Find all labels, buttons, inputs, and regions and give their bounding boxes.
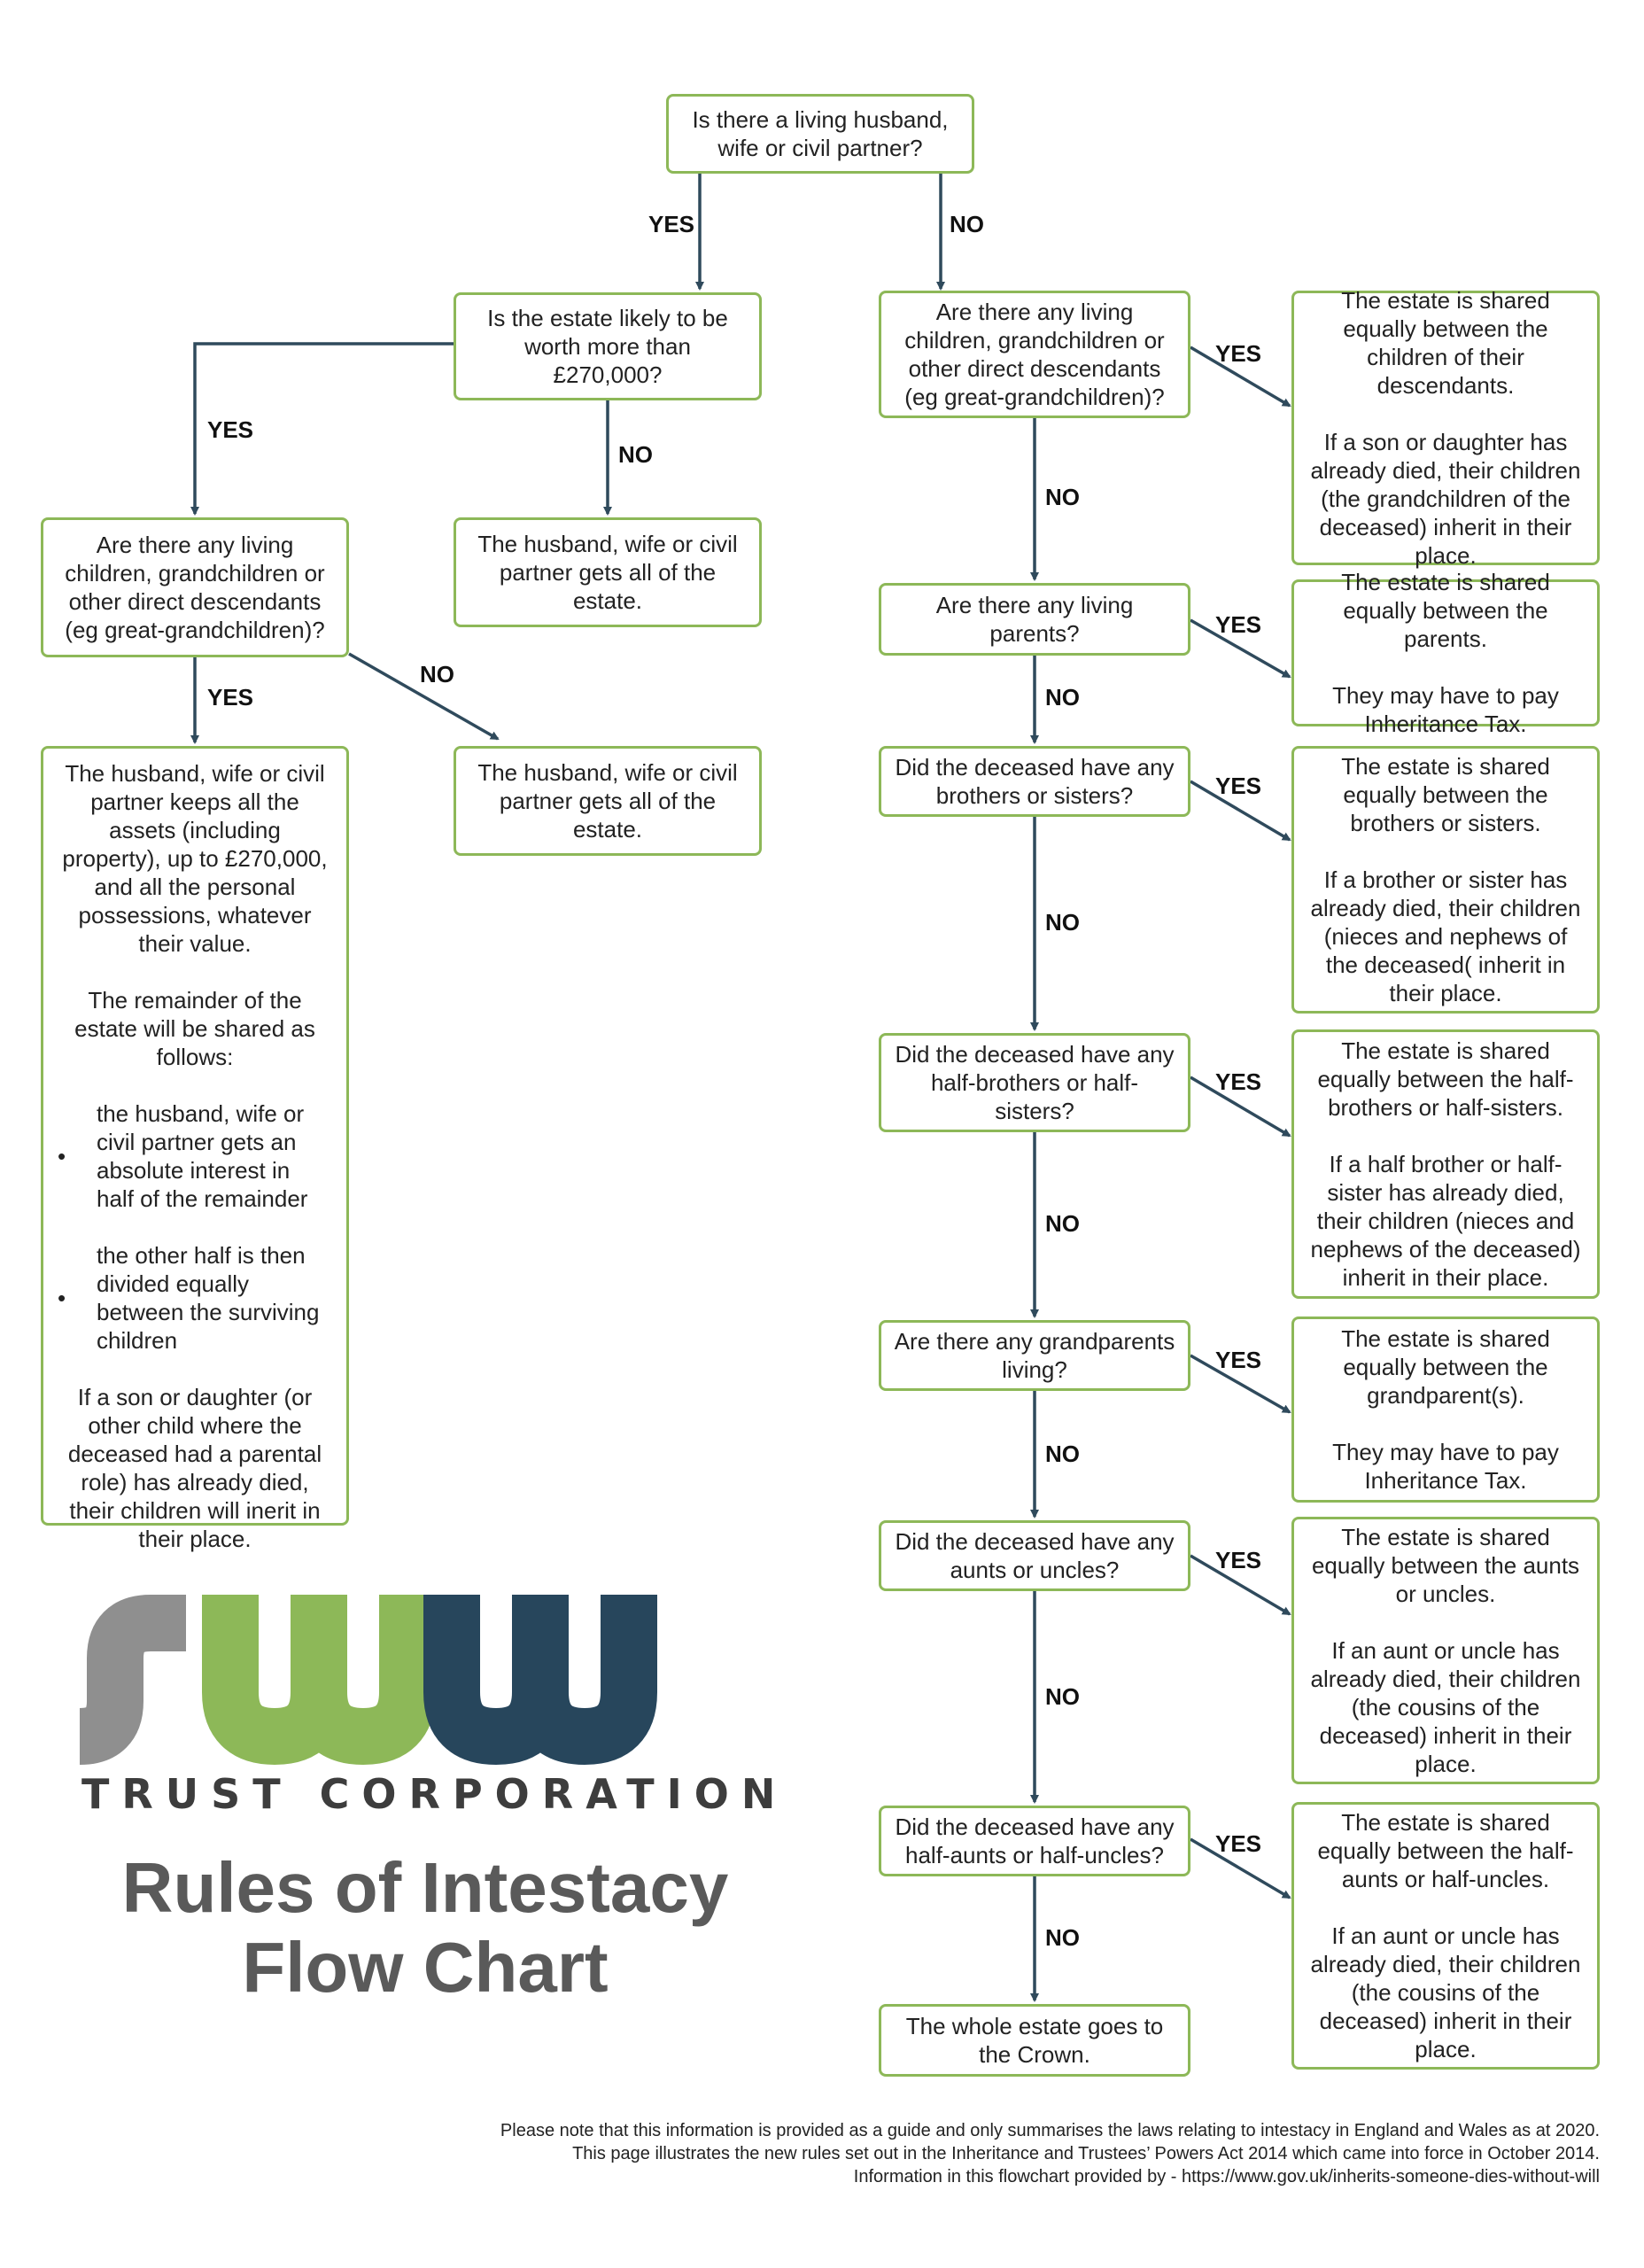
edge-label-parents-yes: YES (1215, 611, 1262, 638)
outcome-children-p2: If a son or daughter has already died, t… (1310, 429, 1581, 569)
footer-line-2: This page illustrates the new rules set … (572, 2144, 1600, 2163)
question-aunts-uncles: Did the deceased have any aunts or uncle… (879, 1520, 1190, 1591)
question-estate-value: Is the estate likely to be worth more th… (454, 292, 762, 400)
edge-label-siblings-yes: YES (1215, 773, 1262, 799)
question-grandparents: Are there any grandparents living? (879, 1320, 1190, 1391)
question-descendants-right: Are there any living children, grandchil… (879, 291, 1190, 418)
outcome-spouse-gets-all-1: The husband, wife or civil partner gets … (454, 517, 762, 627)
edge-label-estate-no: NO (618, 441, 653, 468)
outcome-siblings-p2: If a brother or sister has already died,… (1310, 866, 1581, 1006)
arrow-desc-left-no (348, 652, 500, 741)
bullet-dot: • (58, 1143, 66, 1169)
edge-label-half-siblings-no: NO (1045, 1210, 1080, 1237)
bullet-text: the other half is then divided equally b… (97, 1242, 320, 1354)
question-parents-text: Are there any living parents? (935, 592, 1134, 647)
question-half-aunts-uncles-text: Did the deceased have any half-aunts or … (895, 1814, 1175, 1868)
outcome-siblings: The estate is shared equally between the… (1291, 746, 1600, 1014)
question-aunts-uncles-text: Did the deceased have any aunts or uncle… (895, 1528, 1175, 1583)
question-parents: Are there any living parents? (879, 583, 1190, 656)
question-descendants-right-text: Are there any living children, grandchil… (904, 299, 1165, 410)
edge-label-desc-right-yes: YES (1215, 340, 1262, 367)
outcome-half-aunts-uncles: The estate is shared equally between the… (1291, 1802, 1600, 2070)
arrow-estate-yes (190, 342, 454, 516)
edge-label-parents-no: NO (1045, 684, 1080, 711)
arrow-parents-yes (1190, 618, 1291, 679)
arrow-half-aunts-yes (1190, 1837, 1291, 1899)
question-half-siblings-text: Did the deceased have any half-brothers … (895, 1041, 1175, 1124)
outcome-children: The estate is shared equally between the… (1291, 287, 1600, 569)
outcome-parents-p2: They may have to pay Inheritance Tax. (1332, 682, 1559, 737)
outcome-aunts-uncles-p1: The estate is shared equally between the… (1311, 1524, 1580, 1607)
edge-label-aunts-yes: YES (1215, 1547, 1262, 1573)
arrow-aunts-yes (1190, 1554, 1291, 1616)
footer-line-3: Information in this flowchart provided b… (853, 2167, 1600, 2186)
edge-label-desc-right-no: NO (1045, 484, 1080, 510)
outcome-spouse-share-p1: The husband, wife or civil partner keeps… (62, 760, 328, 957)
question-estate-value-text: Is the estate likely to be worth more th… (487, 305, 728, 388)
edge-label-aunts-no: NO (1045, 1683, 1080, 1710)
edge-label-half-siblings-yes: YES (1215, 1068, 1262, 1095)
outcome-spouse-gets-all-2: The husband, wife or civil partner gets … (454, 746, 762, 856)
question-siblings: Did the deceased have any brothers or si… (879, 746, 1190, 817)
edge-label-spouse-yes: YES (648, 211, 695, 237)
edge-label-half-aunts-yes: YES (1215, 1830, 1262, 1857)
outcome-half-aunts-uncles-p2: If an aunt or uncle has already died, th… (1310, 1922, 1581, 2062)
logo-w-green (202, 1595, 436, 1766)
outcome-spouse-gets-all-1-text: The husband, wife or civil partner gets … (477, 531, 738, 614)
question-spouse-text: Is there a living husband, wife or civil… (692, 106, 949, 161)
outcome-grandparents-p2: They may have to pay Inheritance Tax. (1332, 1439, 1559, 1494)
edge-label-grandparents-no: NO (1045, 1441, 1080, 1467)
arrow-desc-right-yes (1190, 346, 1291, 408)
outcome-aunts-uncles-p2: If an aunt or uncle has already died, th… (1310, 1637, 1581, 1777)
outcome-spouse-share-p3: If a son or daughter (or other child whe… (67, 1384, 322, 1552)
edge-label-siblings-no: NO (1045, 909, 1080, 936)
question-siblings-text: Did the deceased have any brothers or si… (895, 754, 1175, 809)
logo-wordmark: TRUST CORPORATION (81, 1770, 788, 1818)
outcome-aunts-uncles: The estate is shared equally between the… (1291, 1517, 1600, 1784)
list-item: • the husband, wife or civil partner gets… (58, 1099, 332, 1213)
question-descendants-left: Are there any living children, grandchil… (41, 517, 349, 657)
page-title-line-2: Flow Chart (242, 1928, 609, 2007)
sww-logo (80, 1595, 657, 1766)
question-half-siblings: Did the deceased have any half-brothers … (879, 1033, 1190, 1132)
list-item: • the other half is then divided equally … (58, 1241, 332, 1355)
question-spouse: Is there a living husband, wife or civil… (666, 94, 974, 174)
bullet-dot: • (58, 1285, 66, 1311)
logo-s-shape (80, 1595, 186, 1765)
outcome-grandparents: The estate is shared equally between the… (1291, 1317, 1600, 1503)
edge-label-desc-left-no: NO (420, 661, 454, 687)
question-grandparents-text: Are there any grandparents living? (894, 1328, 1175, 1383)
outcome-children-p1: The estate is shared equally between the… (1341, 287, 1550, 399)
footer-line-1: Please note that this information is pro… (500, 2121, 1600, 2140)
outcome-spouse-share: The husband, wife or civil partner keeps… (41, 746, 349, 1552)
edge-label-desc-left-yes: YES (207, 684, 254, 711)
outcome-half-aunts-uncles-p1: The estate is shared equally between the… (1317, 1809, 1574, 1892)
outcome-siblings-p1: The estate is shared equally between the… (1341, 753, 1550, 836)
outcome-parents: The estate is shared equally between the… (1291, 569, 1600, 737)
edge-label-half-aunts-no: NO (1045, 1924, 1080, 1951)
outcome-parents-p1: The estate is shared equally between the… (1341, 569, 1550, 652)
outcome-spouse-gets-all-2-text: The husband, wife or civil partner gets … (477, 759, 738, 843)
edge-label-spouse-no: NO (950, 211, 984, 237)
outcome-grandparents-p1: The estate is shared equally between the… (1341, 1325, 1550, 1409)
outcome-half-siblings-p2: If a half brother or half-sister has alr… (1310, 1151, 1581, 1291)
outcome-half-siblings: The estate is shared equally between the… (1291, 1029, 1600, 1299)
outcome-spouse-share-p2: The remainder of the estate will be shar… (74, 987, 315, 1070)
question-half-aunts-uncles: Did the deceased have any half-aunts or … (879, 1806, 1190, 1876)
question-descendants-left-text: Are there any living children, grandchil… (65, 532, 325, 643)
outcome-crown-text: The whole estate goes to the Crown. (905, 2013, 1164, 2068)
logo-w-navy (423, 1595, 657, 1766)
arrow-half-siblings-yes (1190, 1076, 1291, 1138)
bullet-text: the husband, wife or civil partner gets … (97, 1100, 308, 1212)
edge-label-grandparents-yes: YES (1215, 1347, 1262, 1373)
page-title-line-1: Rules of Intestacy (121, 1848, 729, 1927)
outcome-half-siblings-p1: The estate is shared equally between the… (1317, 1037, 1574, 1121)
arrow-siblings-yes (1190, 780, 1291, 842)
outcome-spouse-share-bullets: • the husband, wife or civil partner gets… (58, 1099, 332, 1355)
outcome-crown: The whole estate goes to the Crown. (879, 2004, 1190, 2077)
edge-label-estate-yes: YES (207, 416, 254, 443)
arrow-grandparents-yes (1190, 1354, 1291, 1414)
